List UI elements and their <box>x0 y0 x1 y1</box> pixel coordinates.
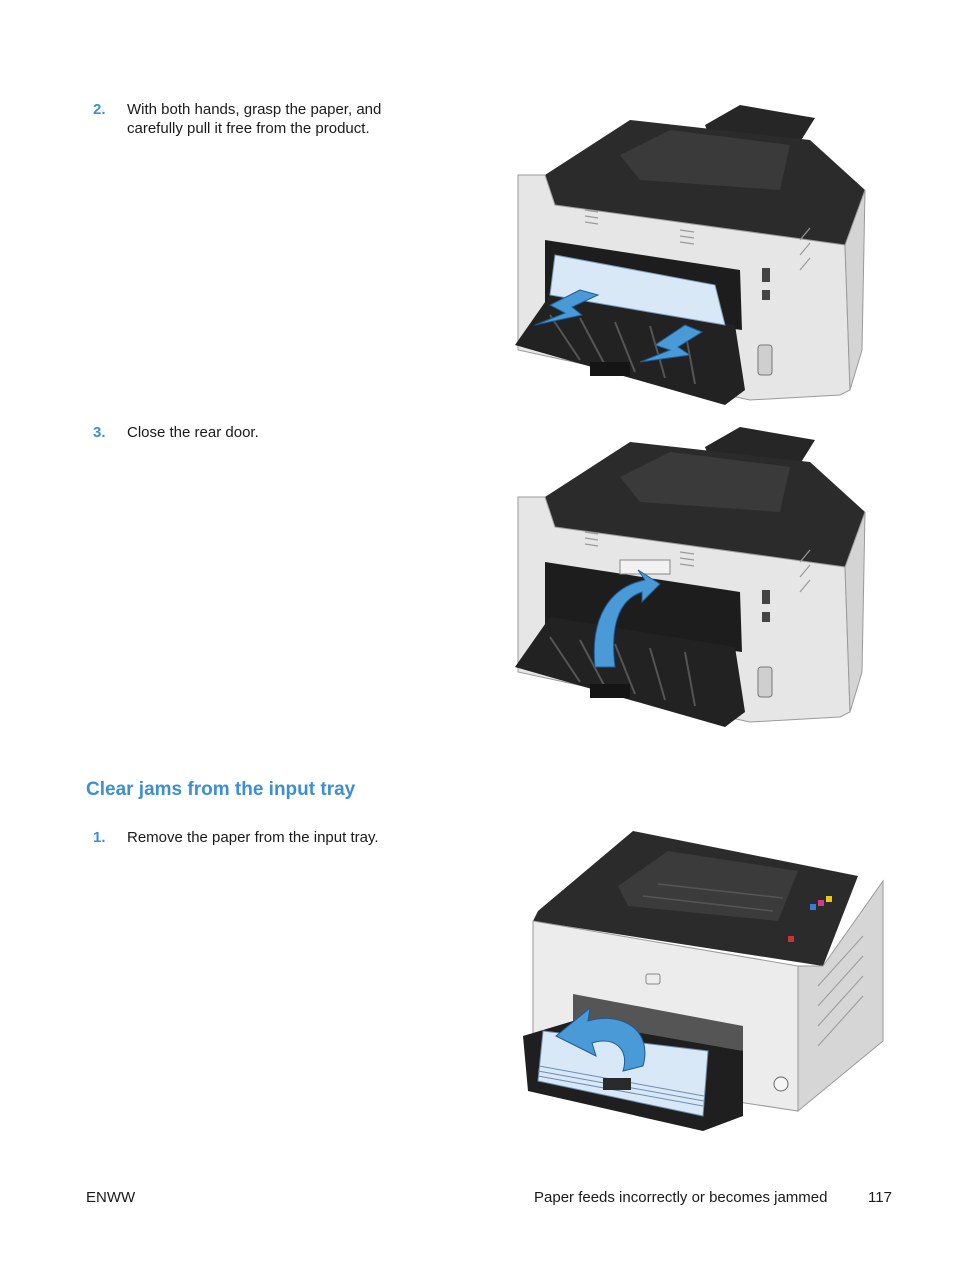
printer-rear-open-image <box>515 105 866 405</box>
step-text: Close the rear door. <box>127 424 259 441</box>
section-heading: Clear jams from the input tray <box>86 779 356 800</box>
input-tray-illustration <box>518 826 888 1143</box>
close-rear-door-illustration <box>510 422 870 737</box>
step-number: 3. <box>93 424 106 441</box>
printer-front-tray-image <box>523 831 884 1131</box>
step-text: With both hands, grasp the paper, and ca… <box>127 101 382 137</box>
input-tray-step-1: 1. Remove the paper from the input tray. <box>93 828 427 847</box>
step-number: 1. <box>93 829 106 846</box>
step-number: 2. <box>93 101 106 118</box>
printer-rear-close-image <box>515 427 866 727</box>
step-3: 3. Close the rear door. <box>93 423 427 442</box>
step-2: 2. With both hands, grasp the paper, and… <box>93 100 427 138</box>
footer-left: ENWW <box>86 1189 136 1206</box>
page-number: 117 <box>868 1189 892 1206</box>
footer-title: Paper feeds incorrectly or becomes jamme… <box>534 1189 828 1206</box>
step-text: Remove the paper from the input tray. <box>127 829 379 846</box>
rear-jam-illustration <box>510 100 870 415</box>
